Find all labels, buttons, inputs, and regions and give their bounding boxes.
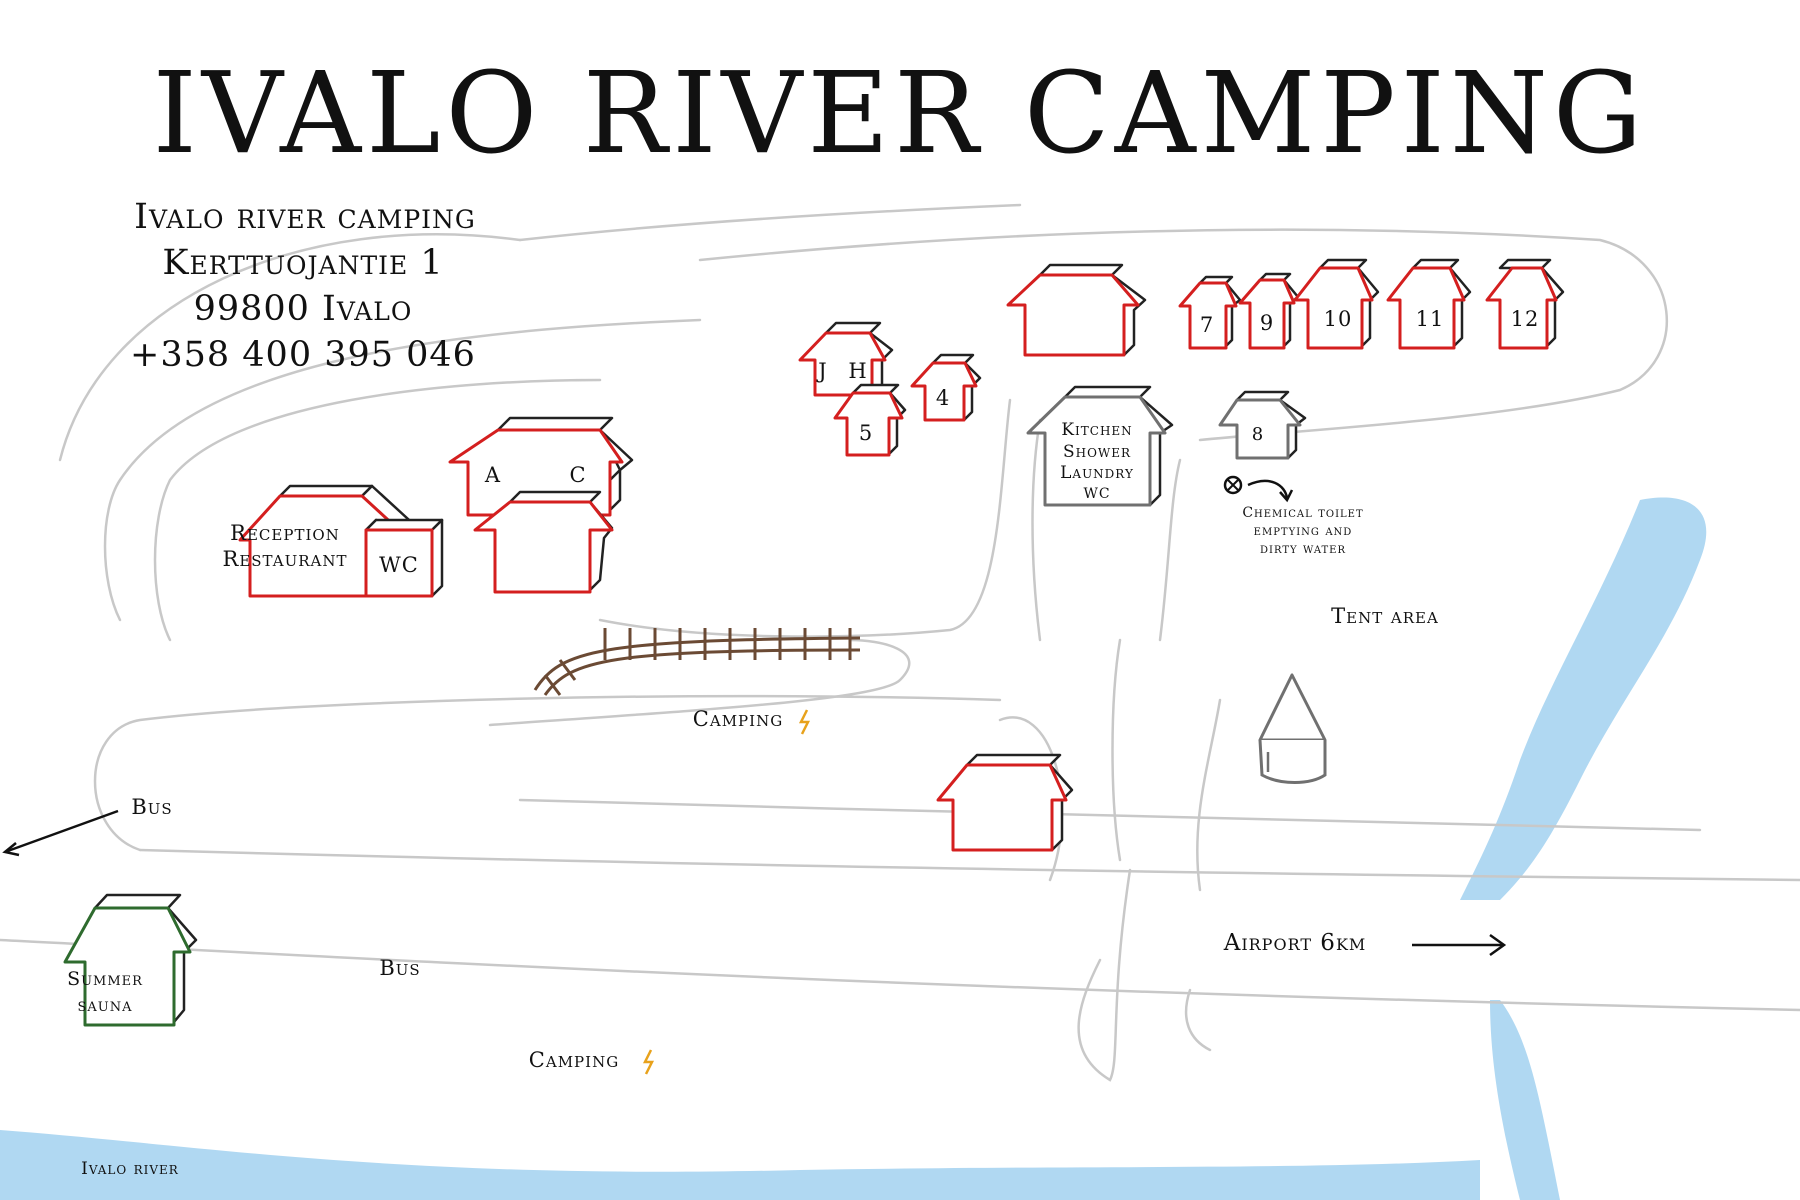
building-a-label: A: [484, 463, 501, 487]
cabin-top-large: [1006, 263, 1147, 357]
cabin-7-label: 7: [1200, 313, 1214, 337]
kitchen-wc-label: WC: [1083, 486, 1110, 502]
building-8-label: 8: [1252, 424, 1264, 445]
restaurant-label: Restaurant: [223, 547, 348, 571]
summer-sauna-building: [63, 893, 198, 1027]
bus-arrow-icon: [2, 809, 119, 857]
address-phone: +358 400 395 046: [130, 335, 476, 375]
chemical-toilet-icon: [1223, 475, 1294, 503]
tent-area-label: Tent area: [1331, 604, 1439, 628]
electricity-icon-2: [642, 1049, 655, 1075]
cabin-10: 10: [1293, 258, 1380, 350]
cabin-j-h: J H: [798, 321, 894, 400]
reception-wc-label: WC: [379, 553, 419, 577]
cabin-5-label: 5: [859, 421, 873, 445]
cabin-12: 12: [1485, 258, 1565, 350]
bus-label-2: Bus: [379, 956, 420, 980]
map-title: IVALO RIVER CAMPING: [153, 49, 1648, 179]
chemical-toilet-label-3: dirty water: [1260, 541, 1346, 557]
chemical-toilet-label-2: emptying and: [1254, 523, 1353, 539]
sauna-label: sauna: [77, 994, 132, 1016]
summer-label: Summer: [67, 968, 143, 990]
cabin-h-label: H: [848, 359, 867, 383]
river-label: Ivalo river: [81, 1159, 179, 1179]
cabin-10-label: 10: [1324, 307, 1353, 331]
tent-icon: [1258, 673, 1327, 784]
camping-label-2: Camping: [529, 1048, 619, 1072]
chemical-toilet-label-1: Chemical toilet: [1242, 505, 1363, 521]
laundry-label: Laundry: [1060, 463, 1134, 483]
river-water: [0, 497, 1707, 1200]
building-8: 8: [1218, 390, 1307, 460]
cabin-4: 4: [910, 353, 982, 422]
cabin-9-label: 9: [1260, 311, 1274, 335]
cabin-12-label: 12: [1511, 307, 1540, 331]
cabin-5: 5: [833, 383, 907, 457]
address-street: Kerttuojantie 1: [162, 243, 443, 283]
cabin-front-ac: [473, 490, 614, 594]
fence: [533, 628, 861, 696]
airport-arrow-icon: [1412, 933, 1507, 957]
kitchen-label: Kitchen: [1061, 420, 1132, 440]
electricity-icon-1: [798, 709, 811, 735]
reception-label: Reception: [230, 521, 340, 545]
cabin-11: 11: [1386, 258, 1472, 350]
kitchen-building: Kitchen Shower Laundry WC: [1026, 385, 1174, 507]
cabin-j-label: J: [816, 359, 827, 383]
cabin-11-label: 11: [1416, 307, 1445, 331]
cabin-9: 9: [1238, 272, 1300, 350]
reception-building: [238, 484, 444, 598]
address-city: 99800 Ivalo: [194, 289, 413, 329]
cabin-bottom: [936, 753, 1074, 852]
roads: [0, 203, 1800, 1082]
bus-label-1: Bus: [131, 795, 172, 819]
address-name: Ivalo river camping: [134, 197, 476, 237]
shower-label: Shower: [1063, 442, 1131, 462]
cabin-7: 7: [1178, 275, 1242, 350]
airport-label: Airport 6km: [1223, 930, 1367, 956]
camping-label-1: Camping: [693, 707, 783, 731]
cabin-4-label: 4: [936, 386, 950, 410]
building-c-label: C: [569, 463, 586, 487]
